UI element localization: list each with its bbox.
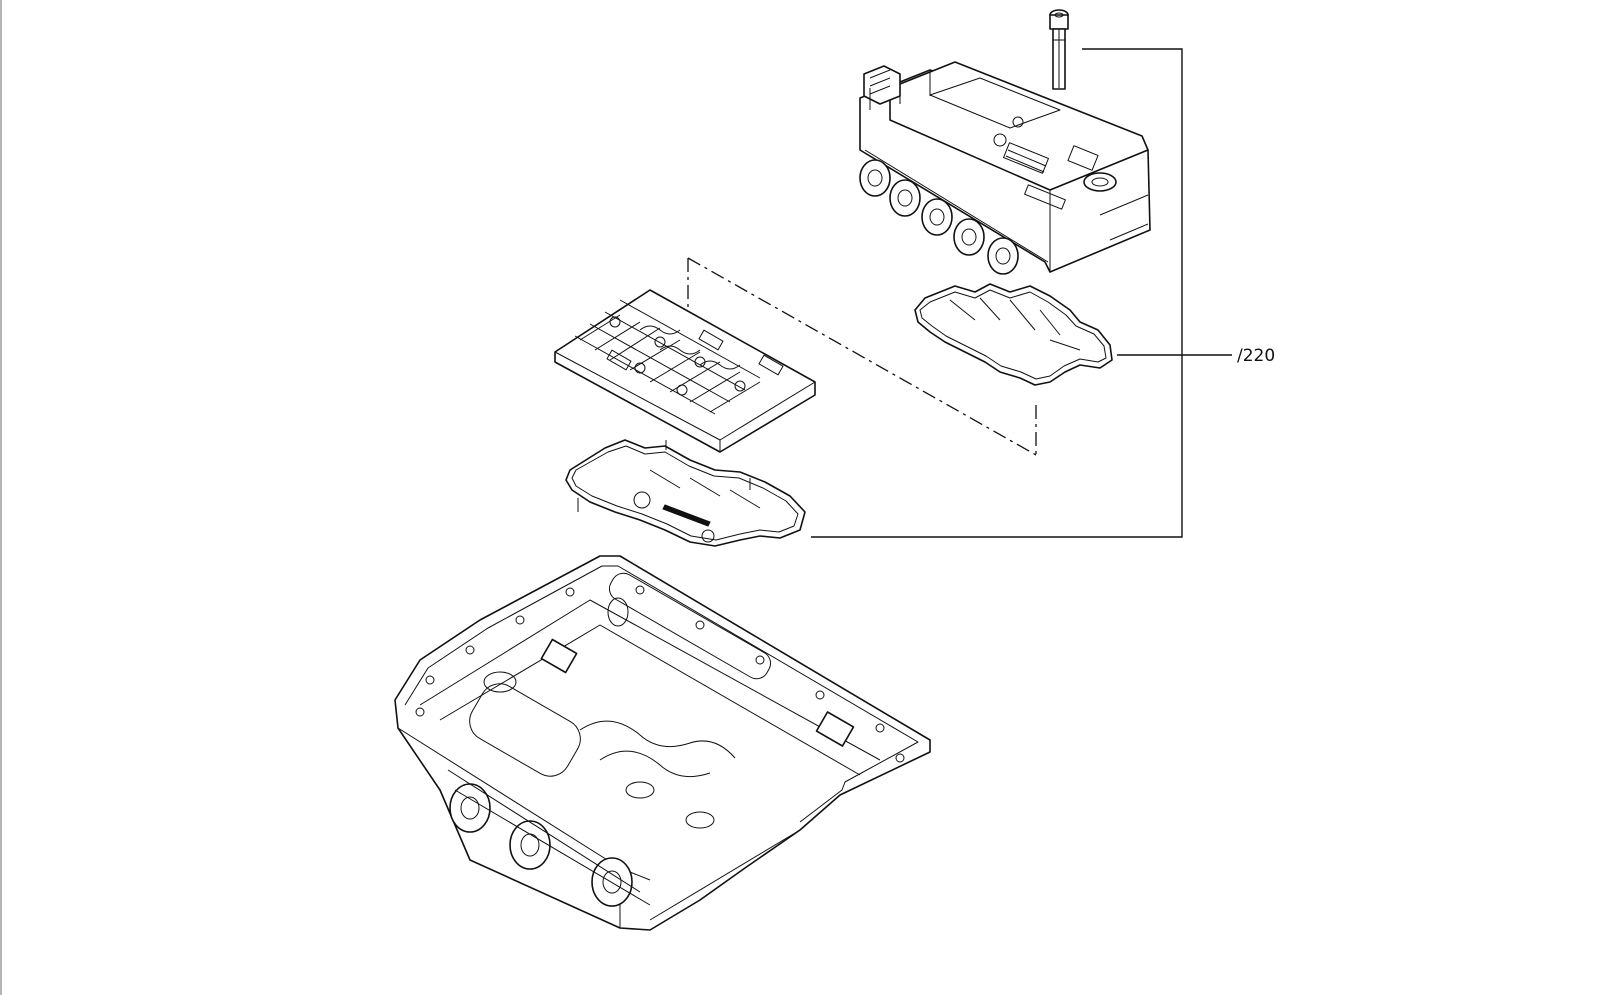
valve-housing-icon [394, 555, 931, 931]
control-unit-icon [859, 61, 1151, 275]
page-left-border [0, 0, 2, 995]
callout-bracket [811, 48, 1232, 538]
alignment-dash-line [687, 257, 1037, 456]
upper-gasket-icon [914, 283, 1113, 386]
bolt-icon [1049, 9, 1069, 90]
valve-plate-icon [554, 289, 816, 453]
lower-gasket-icon [565, 439, 806, 547]
callout-label: /220 [1237, 346, 1275, 366]
